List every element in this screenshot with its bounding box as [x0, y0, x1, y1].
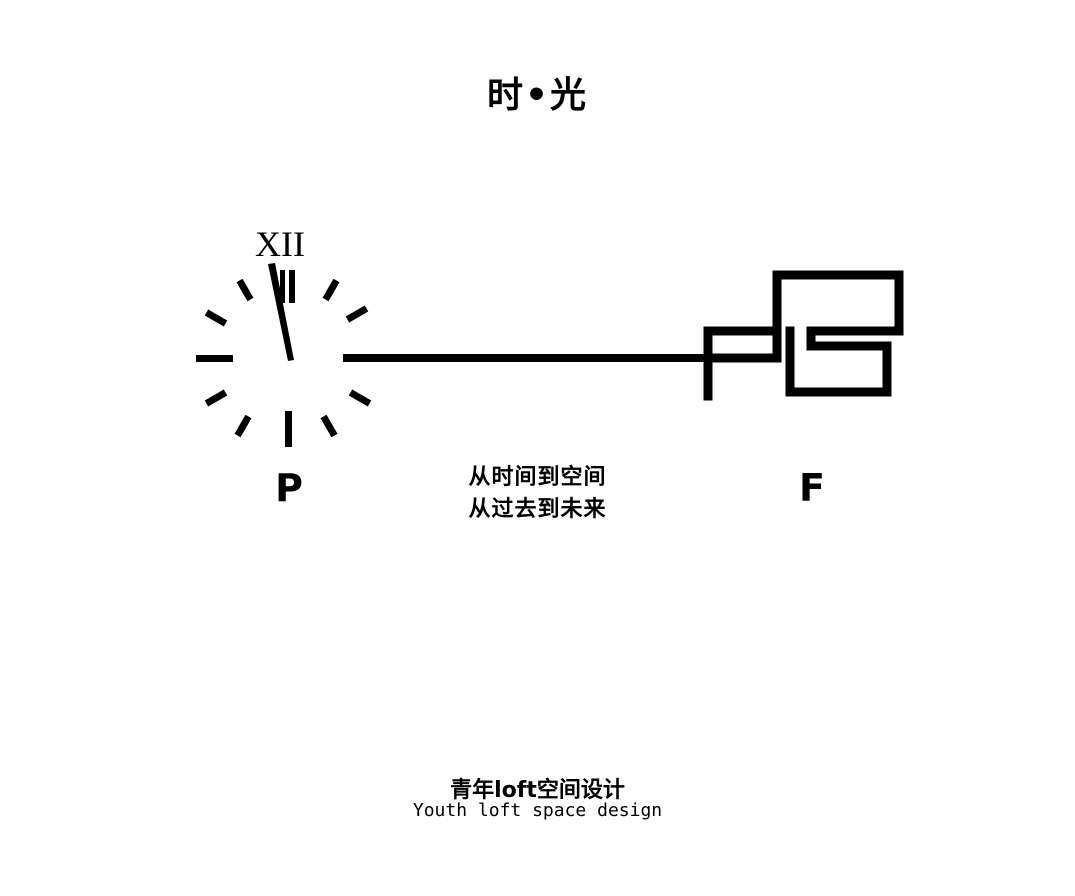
caption-line-2: 从过去到未来 — [468, 497, 607, 522]
caption-line-1: 从时间到空间 — [468, 465, 607, 490]
clock-numeral-xii: XII — [255, 224, 305, 264]
future-label: F — [799, 466, 825, 510]
clock-tick-5 — [320, 414, 338, 438]
logo-big-room — [772, 270, 904, 397]
clock-tick-6 — [285, 411, 292, 447]
logo-small-room — [703, 326, 782, 401]
clock-tick-12b — [289, 270, 295, 303]
clock-tick-12a — [280, 270, 285, 303]
clock-tick-1 — [322, 278, 340, 302]
footer-title-cn: 青年loft空间设计 — [450, 778, 625, 803]
clock-hand — [268, 263, 294, 361]
timeline-line — [343, 354, 713, 362]
page-title: 时•光 — [486, 75, 588, 116]
past-label: P — [275, 466, 303, 510]
clock-face — [196, 263, 379, 447]
footer-title-en: Youth loft space design — [412, 800, 663, 821]
clock-tick-10 — [204, 309, 228, 327]
future-space-logo — [703, 270, 904, 401]
clock-tick-2 — [345, 305, 369, 323]
clock-tick-8 — [204, 389, 228, 407]
clock-tick-4 — [348, 389, 372, 407]
clock-tick-9 — [196, 355, 233, 362]
clock-tick-11 — [236, 278, 254, 302]
clock-tick-7 — [234, 414, 252, 438]
